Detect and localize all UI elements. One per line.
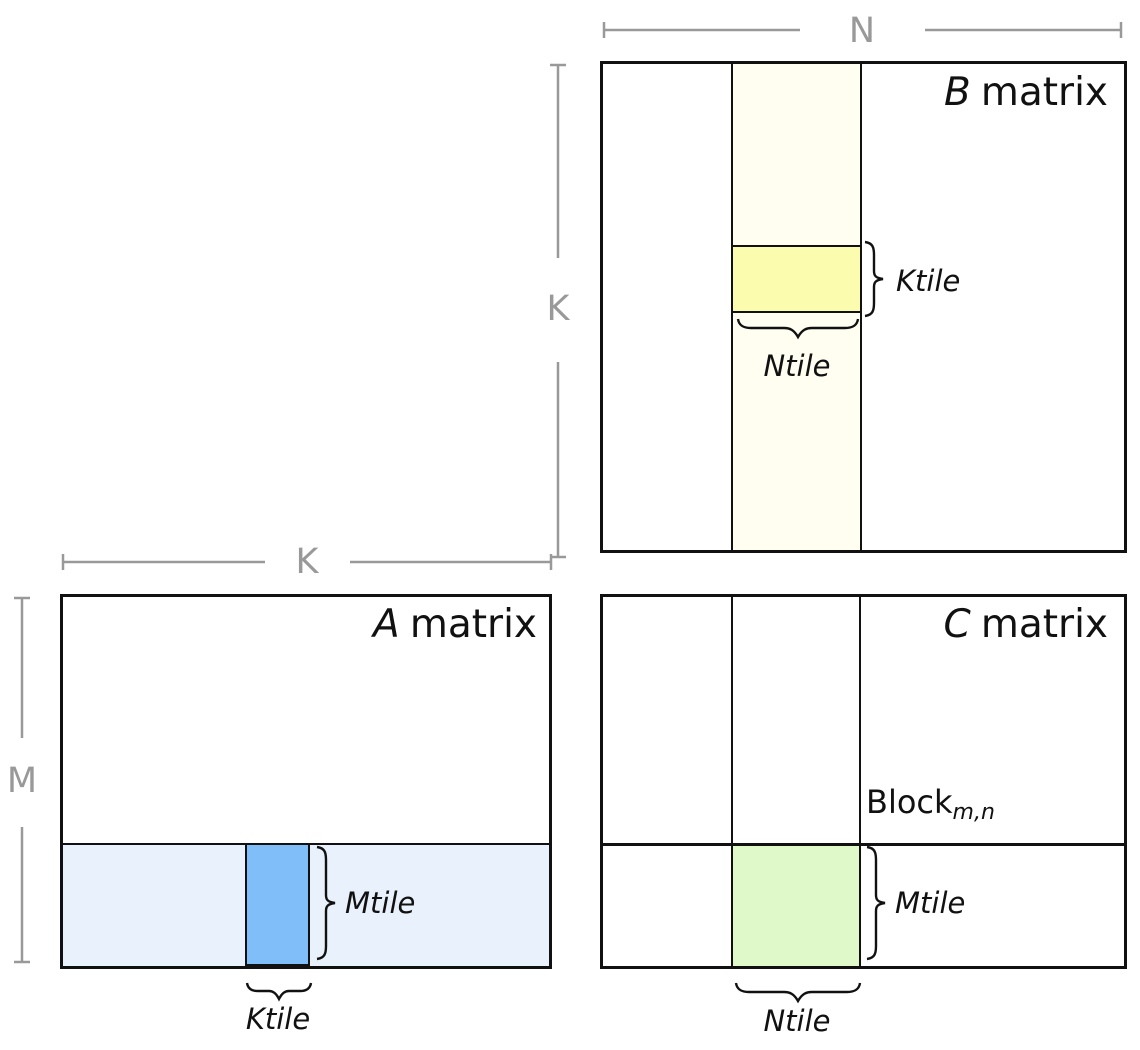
b-ntile-label: Ntile bbox=[763, 349, 831, 383]
m-dimension-label: M bbox=[6, 761, 38, 801]
c-grid-line-right bbox=[859, 597, 861, 966]
c-matrix-word: matrix bbox=[980, 602, 1108, 647]
c-matrix-rect bbox=[600, 594, 1127, 969]
c-block-label: Blockm,n bbox=[866, 783, 995, 825]
c-ntile-brace bbox=[734, 982, 862, 1004]
a-mtile-label: Mtile bbox=[345, 886, 416, 920]
c-block-subscript: m,n bbox=[952, 800, 995, 826]
k-dimension-label-horizontal: K bbox=[295, 542, 319, 582]
c-block-tile bbox=[733, 845, 859, 966]
k-dimension-label-vertical: K bbox=[546, 289, 570, 329]
n-dimension-label: N bbox=[848, 11, 876, 51]
c-mtile-label: Mtile bbox=[895, 886, 966, 920]
c-matrix-letter: C bbox=[943, 602, 971, 647]
a-matrix-letter: A bbox=[373, 602, 400, 647]
a-ktile-label: Ktile bbox=[245, 1002, 311, 1036]
a-ktile-brace bbox=[245, 982, 313, 1002]
c-grid-line-left bbox=[731, 597, 733, 966]
c-row-divider bbox=[603, 843, 1124, 846]
b-matrix-letter: B bbox=[943, 70, 971, 115]
c-block-base: Block bbox=[866, 783, 953, 821]
b-ktile-tile bbox=[731, 245, 862, 313]
a-ktile-tile bbox=[245, 843, 310, 966]
b-matrix-word: matrix bbox=[980, 70, 1108, 115]
a-matrix-word: matrix bbox=[409, 602, 537, 647]
b-ktile-label: Ktile bbox=[896, 264, 961, 298]
b-matrix-rect bbox=[600, 61, 1127, 553]
c-ntile-label: Ntile bbox=[763, 1004, 831, 1038]
